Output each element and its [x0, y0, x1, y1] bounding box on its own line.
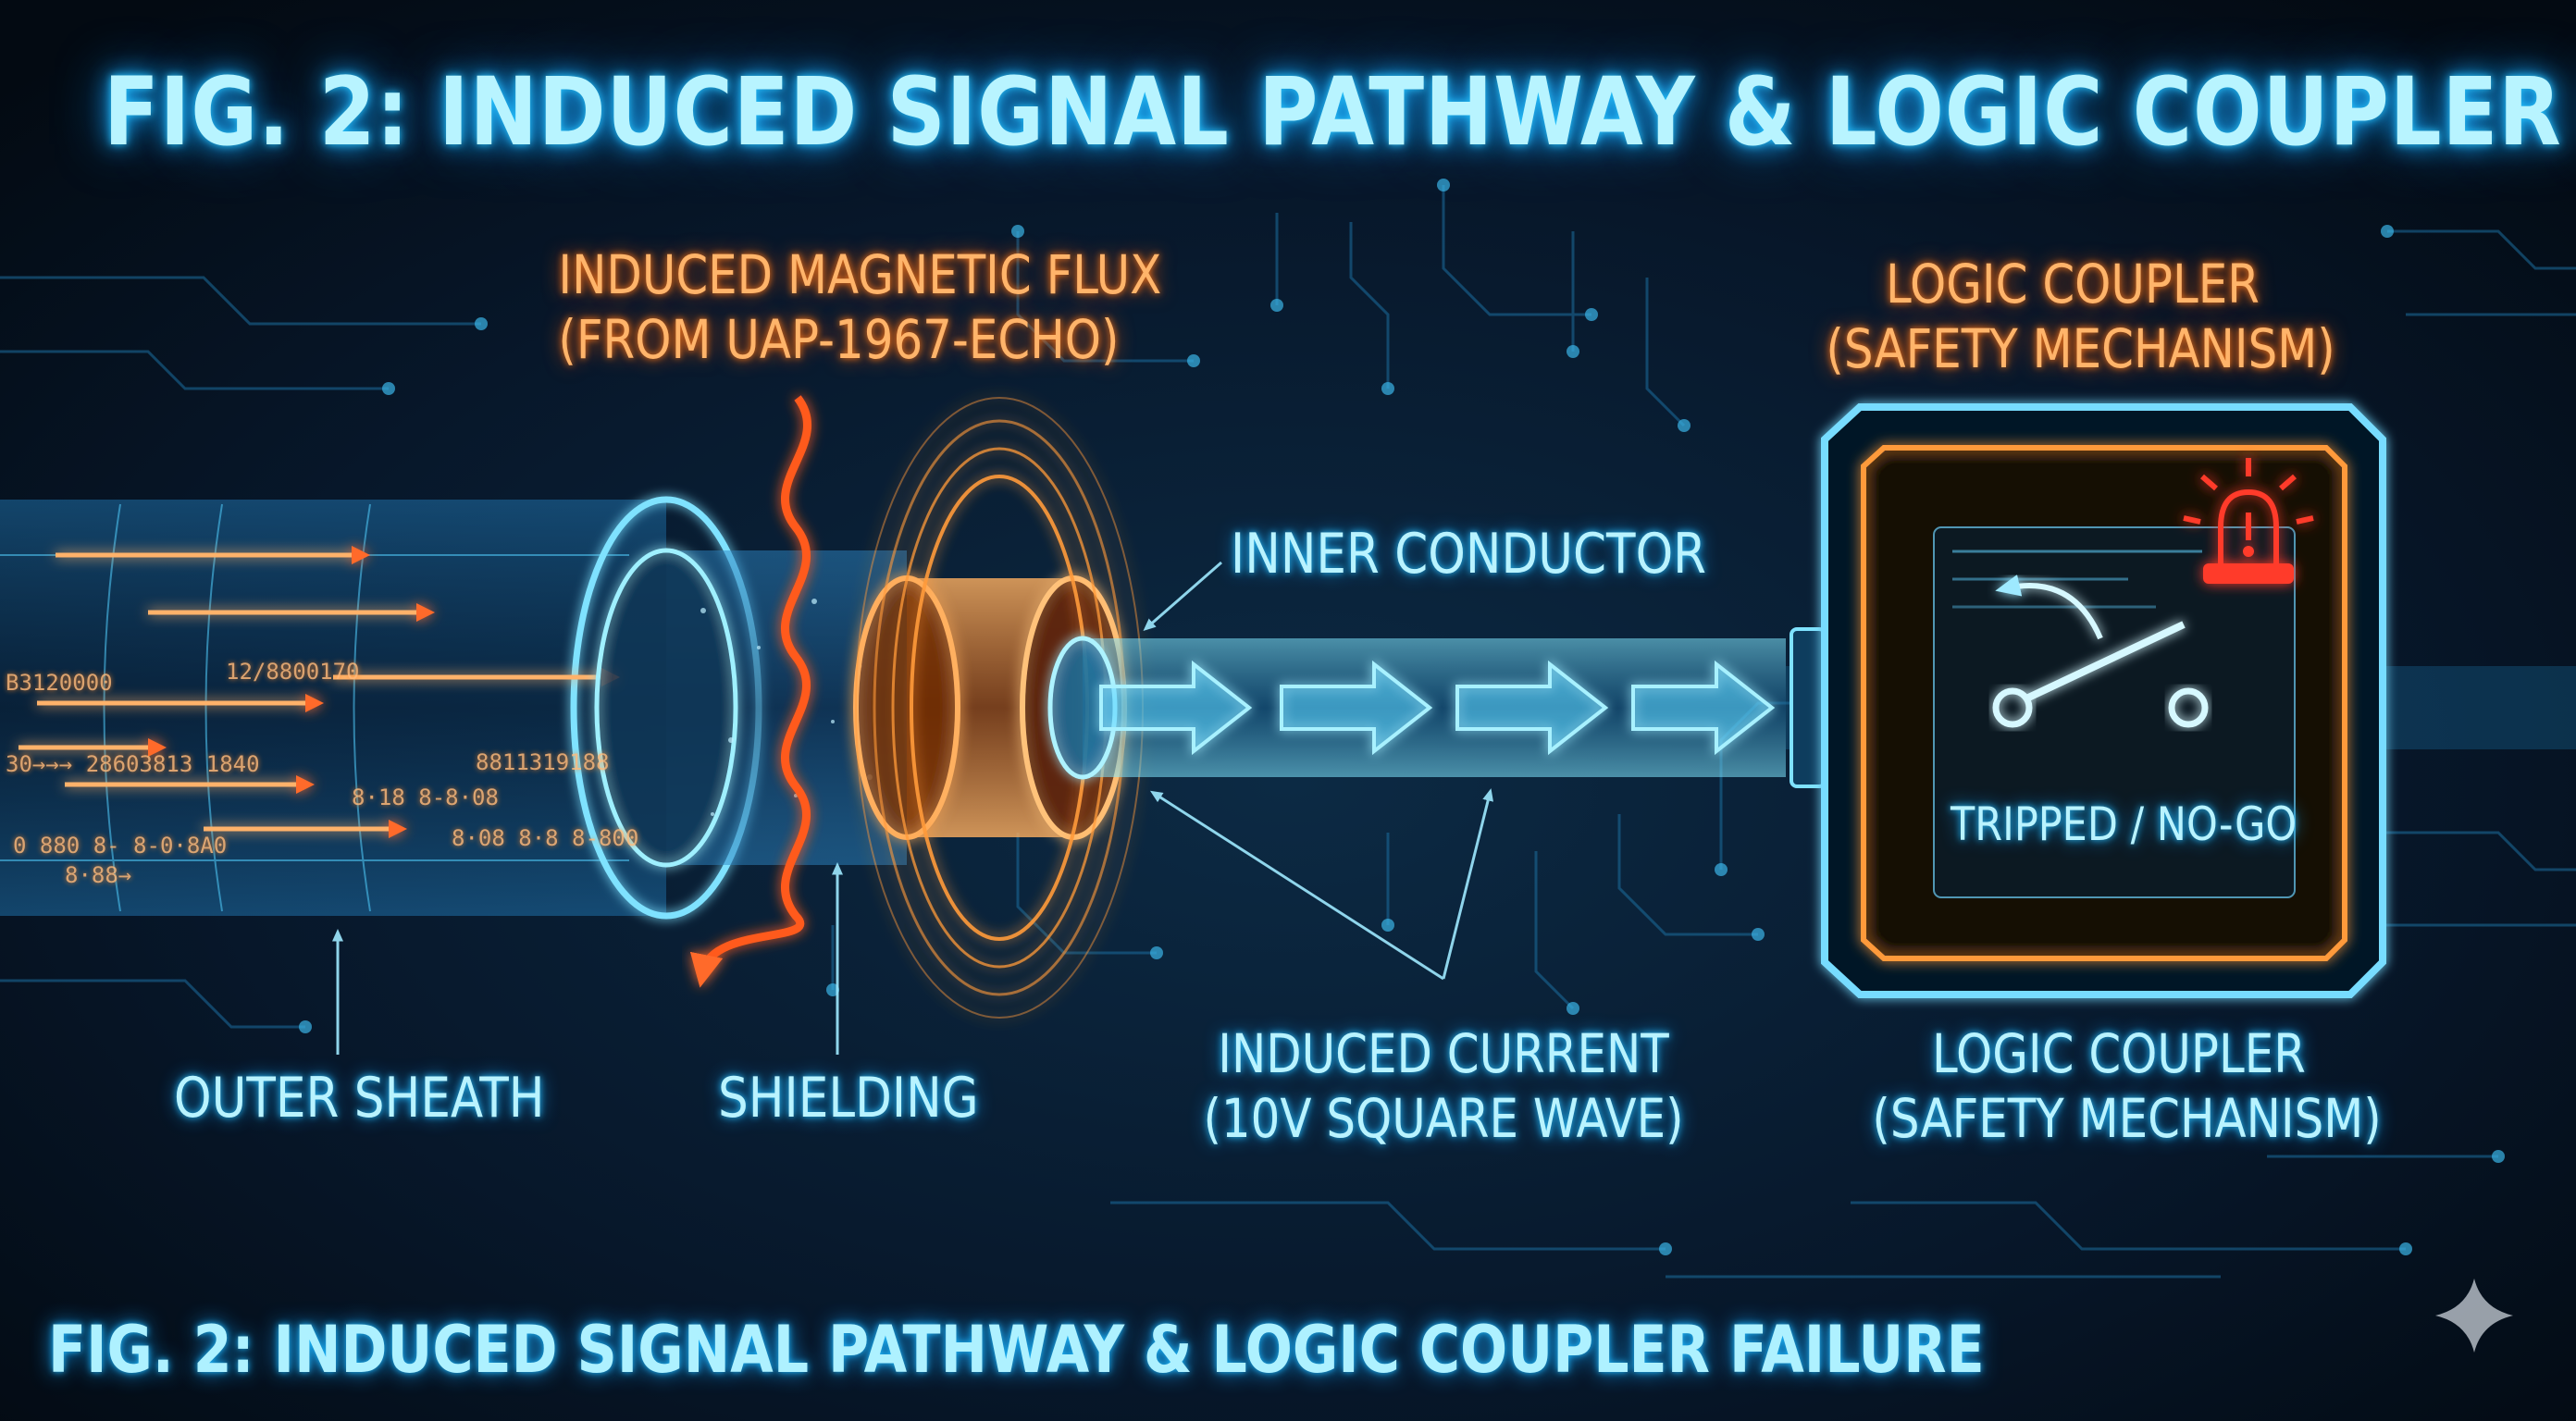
shielding-label: SHIELDING — [718, 1066, 979, 1131]
logic-coupler-box — [1791, 407, 2383, 995]
induced-current-line1: INDUCED CURRENT — [1196, 1021, 1690, 1086]
coupler-status-text: TRIPPED / NO-GO — [1951, 797, 2269, 851]
inner-conductor-label: INNER CONDUCTOR — [1231, 522, 1706, 587]
outer-sheath-label: OUTER SHEATH — [174, 1066, 545, 1131]
data-readout: 8811319188 — [476, 749, 610, 775]
coupler-bottom-line1: LOGIC COUPLER — [1872, 1021, 2365, 1086]
flux-label-line1: INDUCED MAGNETIC FLUX — [558, 242, 1051, 307]
induced-current-line2: (10V SQUARE WAVE) — [1196, 1086, 1690, 1151]
data-readout: 0 880 8- 8-0·8A0 — [13, 833, 227, 859]
data-readout: 8·88→ — [65, 862, 131, 888]
coupler-bottom-label: LOGIC COUPLER (SAFETY MECHANISM) — [1872, 1021, 2365, 1151]
data-readout: 12/8800170 — [226, 659, 360, 685]
coupler-top-line2: (SAFETY MECHANISM) — [1826, 316, 2319, 381]
data-readout: 8·18 8-8·08 — [352, 785, 499, 810]
data-readout: 8·08 8·8 8-800 — [452, 825, 638, 851]
figure-title: FIG. 2: INDUCED SIGNAL PATHWAY & LOGIC C… — [104, 57, 2576, 167]
footer-caption: FIG. 2: INDUCED SIGNAL PATHWAY & LOGIC C… — [48, 1312, 1985, 1388]
data-readout: B3120000 — [6, 670, 113, 696]
flux-label: INDUCED MAGNETIC FLUX (FROM UAP-1967-ECH… — [558, 242, 1051, 372]
data-readout: 30→→→ 28603813 1840 — [6, 751, 260, 777]
flux-label-line2: (FROM UAP-1967-ECHO) — [558, 307, 1051, 372]
coupler-top-label: LOGIC COUPLER (SAFETY MECHANISM) — [1826, 252, 2319, 381]
coupler-top-line1: LOGIC COUPLER — [1826, 252, 2319, 316]
induced-current-label: INDUCED CURRENT (10V SQUARE WAVE) — [1196, 1021, 1690, 1151]
coupler-bottom-line2: (SAFETY MECHANISM) — [1872, 1086, 2365, 1151]
